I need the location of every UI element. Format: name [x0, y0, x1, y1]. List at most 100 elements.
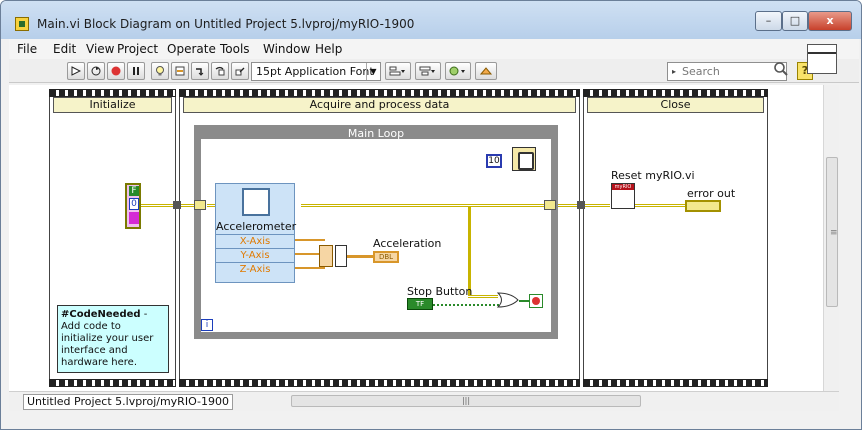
reset-myrio-label: Reset myRIO.vi [611, 169, 695, 182]
menu-bar: File Edit View Project Operate Tools Win… [9, 39, 859, 59]
abort-button[interactable] [107, 62, 125, 80]
menu-operate[interactable]: Operate [167, 42, 216, 56]
cleanup-icon [479, 67, 493, 75]
note-bold: #CodeNeeded [61, 309, 141, 320]
error-wire[interactable] [634, 204, 686, 207]
distribute-icon [419, 66, 435, 76]
search-placeholder: Search [682, 65, 720, 78]
frame-label-acquire: Acquire and process data [183, 97, 576, 113]
iteration-terminal[interactable]: i [201, 319, 213, 331]
frame-close[interactable] [583, 93, 768, 383]
error-branch-wire[interactable] [468, 206, 471, 296]
acceleration-indicator[interactable]: DBL [373, 251, 399, 263]
distribute-objects-button[interactable] [415, 62, 441, 80]
y-axis-output[interactable]: Y-Axis [216, 248, 294, 262]
reset-myrio-vi[interactable]: myRIO [611, 183, 635, 209]
search-icon[interactable] [773, 61, 789, 77]
vertical-scrollbar[interactable]: ≡ [823, 85, 839, 391]
acceleration-label: Acceleration [373, 237, 442, 250]
error-wire[interactable] [468, 295, 498, 298]
menu-project[interactable]: Project [117, 42, 159, 56]
menu-edit[interactable]: Edit [53, 42, 77, 56]
step-into-icon [196, 68, 204, 76]
menu-window[interactable]: Window [263, 42, 311, 56]
loop-label: Main Loop [347, 127, 405, 140]
minimize-button[interactable]: – [755, 11, 782, 31]
window-title: Main.vi Block Diagram on Untitled Projec… [37, 17, 415, 31]
maximize-button[interactable]: □ [782, 11, 808, 31]
close-button[interactable]: x [808, 11, 852, 31]
reorder-icon [449, 66, 465, 76]
cleanup-diagram-button[interactable] [475, 62, 497, 80]
z-axis-output[interactable]: Z-Axis [216, 262, 294, 276]
run-continuously-button[interactable] [87, 62, 105, 80]
menu-file[interactable]: File [17, 42, 38, 56]
reorder-button[interactable] [445, 62, 471, 80]
stop-button-terminal[interactable]: TF [407, 298, 433, 310]
step-out-button[interactable] [231, 62, 249, 80]
accelerometer-label: Accelerometer [216, 220, 297, 233]
pause-button[interactable] [127, 62, 145, 80]
code-needed-note[interactable]: #CodeNeeded - Add code to initialize you… [57, 305, 169, 373]
menu-view[interactable]: View [86, 42, 115, 56]
horizontal-scrollbar[interactable]: ||| [197, 394, 825, 408]
frame-label-close: Close [587, 97, 764, 113]
error-wire[interactable] [301, 204, 546, 207]
build-array-node[interactable] [335, 245, 347, 267]
error-wire[interactable] [207, 204, 217, 207]
toolbar: 15pt Application Font ▼ ▸ Search ? [9, 59, 859, 83]
app-icon [15, 17, 29, 31]
step-into-button[interactable] [191, 62, 209, 80]
title-bar[interactable]: Main.vi Block Diagram on Untitled Projec… [1, 1, 861, 39]
shift-register-right[interactable] [544, 200, 556, 210]
align-objects-button[interactable] [385, 62, 411, 80]
horizontal-scroll-thumb[interactable]: ||| [291, 395, 641, 407]
source-const [129, 212, 139, 224]
loop-condition-terminal[interactable] [529, 294, 543, 308]
menu-help[interactable]: Help [315, 42, 343, 56]
error-wire[interactable] [141, 204, 201, 207]
run-continuous-icon [91, 66, 101, 76]
wait-ms-icon[interactable] [512, 147, 536, 171]
film-strip-top [49, 89, 176, 97]
or-out-wire[interactable] [519, 300, 529, 302]
font-select-value: 15pt Application Font [256, 65, 374, 78]
or-function-icon[interactable] [497, 292, 519, 308]
x-axis-output[interactable]: X-Axis [216, 234, 294, 248]
retain-wire-values-button[interactable] [171, 62, 189, 80]
search-input[interactable]: ▸ Search [667, 62, 787, 81]
highlight-execution-button[interactable] [151, 62, 169, 80]
step-over-icon [215, 66, 225, 76]
stop-wire[interactable] [433, 304, 499, 306]
film-strip-top [583, 89, 768, 97]
project-path[interactable]: Untitled Project 5.lvproj/myRIO-1900 [23, 394, 233, 410]
z-axis-wire[interactable] [295, 267, 325, 269]
build-array-node[interactable] [319, 245, 333, 267]
shift-register-left[interactable] [194, 200, 206, 210]
status-const: F [129, 186, 139, 196]
tunnel-right[interactable] [577, 201, 585, 209]
run-arrow-icon [71, 66, 81, 76]
tunnel-left[interactable] [173, 201, 181, 209]
run-button[interactable] [67, 62, 85, 80]
wait-constant[interactable]: 10 [486, 154, 502, 168]
font-select[interactable]: 15pt Application Font ▼ [251, 62, 381, 81]
vertical-scroll-thumb[interactable]: ≡ [826, 157, 838, 307]
error-out-indicator[interactable] [685, 200, 721, 212]
y-axis-wire[interactable] [295, 253, 325, 255]
menu-tools[interactable]: Tools [220, 42, 250, 56]
frame-label-initialize: Initialize [53, 97, 172, 113]
search-expand-icon: ▸ [672, 67, 677, 76]
array-wire[interactable] [347, 255, 373, 258]
abort-icon [111, 66, 121, 76]
grip-icon: ≡ [830, 228, 838, 238]
step-out-icon [235, 67, 245, 76]
x-axis-wire[interactable] [295, 239, 325, 241]
error-out-label: error out [687, 187, 736, 200]
stop-button-label: Stop Button [407, 285, 473, 298]
accelerometer-express-vi[interactable]: Accelerometer X-Axis Y-Axis Z-Axis [215, 183, 297, 283]
step-over-button[interactable] [211, 62, 229, 80]
vi-icon[interactable] [807, 44, 837, 74]
highlight-bulb-icon [156, 66, 164, 76]
